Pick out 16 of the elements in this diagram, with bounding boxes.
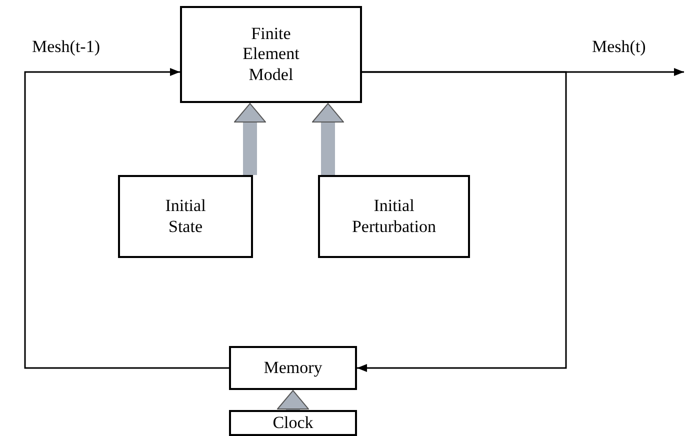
process-box xyxy=(318,175,470,258)
box-label: Initial Perturbation xyxy=(350,196,438,237)
box-label: Finite Element Model xyxy=(242,24,300,86)
box-label: Clock xyxy=(272,412,314,434)
process-box xyxy=(180,6,362,103)
box-label: Memory xyxy=(264,358,322,378)
box-label: Initial State xyxy=(164,196,207,237)
block-arrow xyxy=(277,390,309,410)
process-box xyxy=(229,346,357,390)
block-arrow xyxy=(312,103,344,175)
process-box xyxy=(118,175,253,258)
arrow xyxy=(24,68,229,369)
process-box xyxy=(229,410,357,436)
edge-label: Mesh(t-1) xyxy=(32,38,100,55)
edge-label: Mesh(t) xyxy=(592,38,646,55)
arrow xyxy=(357,71,567,372)
